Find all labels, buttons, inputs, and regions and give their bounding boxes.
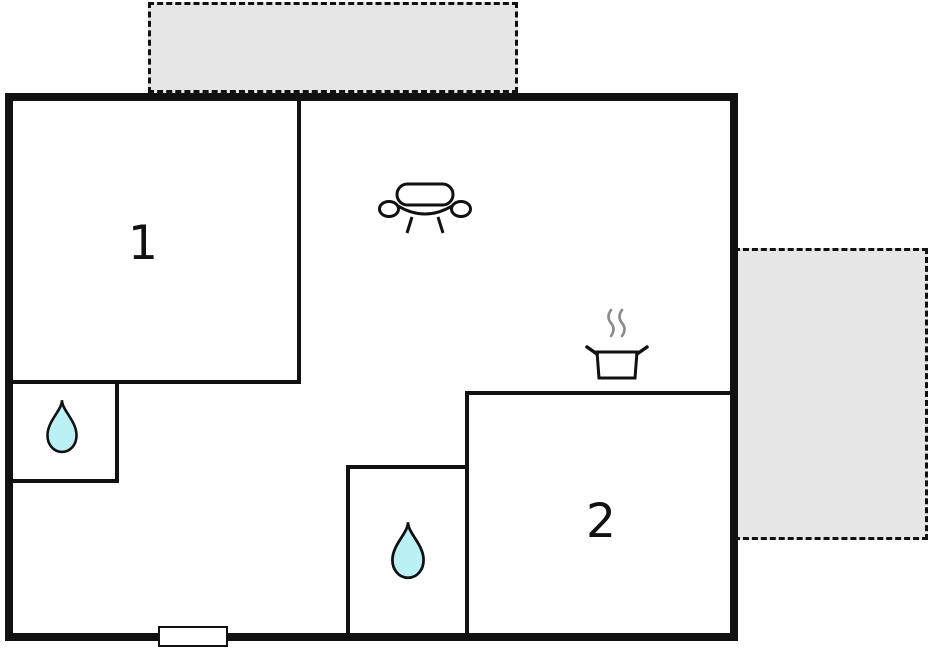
stove-icon: [585, 308, 649, 380]
room-1-label: 1: [128, 216, 158, 271]
wall-room2-left: [465, 391, 469, 633]
wall-sinkroom-right: [115, 380, 119, 483]
wall-room1-bottom: [13, 380, 301, 384]
terrace-right: [734, 248, 928, 540]
wall-bathroom-top: [346, 465, 468, 469]
wall-room2-top: [465, 391, 730, 395]
wall-bathroom-left: [346, 465, 350, 633]
water-drop-icon: [46, 399, 78, 454]
water-drop-icon: [391, 522, 425, 580]
wall-sinkroom-bottom: [13, 479, 119, 483]
room-2-label: 2: [586, 494, 616, 549]
wall-room1-right: [297, 101, 301, 384]
door-icon: [158, 626, 228, 647]
terrace-top: [148, 2, 518, 93]
sofa-icon: [378, 182, 472, 234]
